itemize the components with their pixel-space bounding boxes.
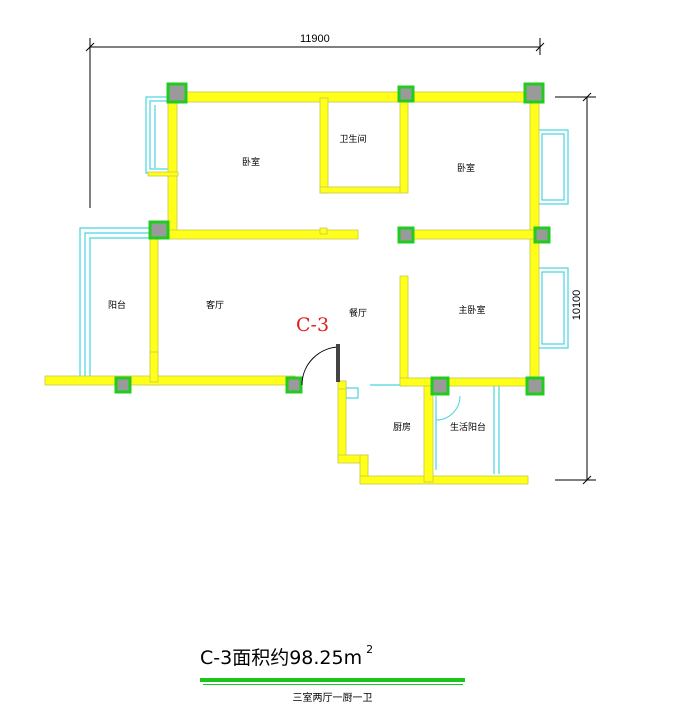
area-caption-text: C-3面积约98.25m	[200, 647, 363, 669]
caption-rule-thin	[203, 684, 463, 685]
area-caption-superscript: 2	[366, 642, 374, 656]
room-label-living-room: 客厅	[206, 299, 224, 311]
room-label-master-bedroom: 主卧室	[458, 304, 485, 316]
room-label-bathroom: 卫生间	[339, 133, 366, 145]
room-label-bedroom-2: 卧室	[457, 162, 475, 174]
layout-subtitle: 三室两厅一厨一卫	[292, 693, 373, 704]
width-dimension: 11900	[85, 33, 545, 208]
width-dimension-label: 11900	[300, 33, 330, 45]
room-label-bedroom-1: 卧室	[242, 156, 260, 168]
room-label-dining-room: 餐厅	[349, 307, 367, 319]
room-label-balcony: 阳台	[108, 299, 126, 311]
height-dimension: 10100	[555, 92, 596, 485]
room-label-service-balcony: 生活阳台	[450, 421, 486, 433]
unit-code-label: C-3	[296, 314, 329, 336]
height-dimension-label: 10100	[571, 290, 583, 321]
service-door	[435, 395, 461, 421]
columns	[114, 82, 551, 396]
caption-rule	[200, 678, 465, 682]
room-label-kitchen: 厨房	[393, 421, 411, 433]
entry-door	[301, 344, 341, 386]
